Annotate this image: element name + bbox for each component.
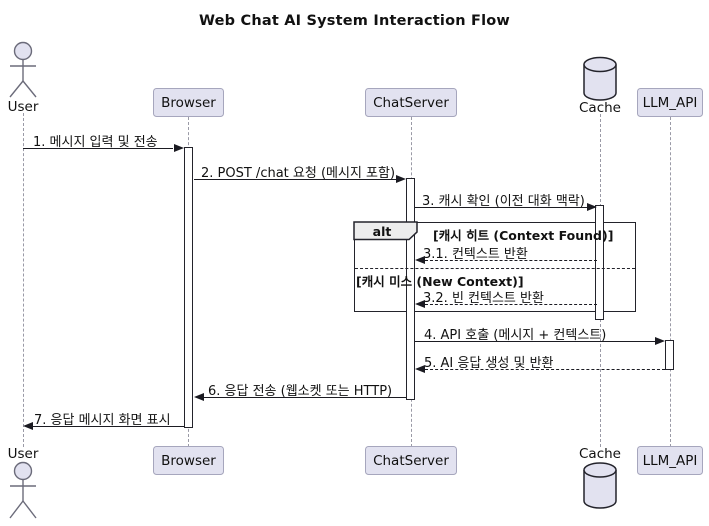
alt-condition-miss: [캐시 미스 (New Context)] (356, 274, 524, 289)
message-3-1-line (425, 260, 597, 261)
activation-browser (184, 147, 193, 428)
message-4-line (415, 341, 655, 342)
participant-user-top: User (7, 99, 39, 115)
participant-user-bottom: User (7, 446, 39, 462)
message-3-1-label: 3.1. 컨텍스트 반환 (423, 247, 528, 262)
message-6-arrowhead (194, 393, 204, 401)
alt-operator-pentagon (353, 221, 418, 241)
participant-llm-api-top: LLM_API (637, 88, 703, 117)
alt-divider (355, 268, 635, 269)
message-7-arrowhead (23, 422, 33, 430)
message-1-label: 1. 메시지 입력 및 전송 (33, 135, 158, 150)
lifeline-llm-api (670, 117, 671, 447)
message-2-line (194, 179, 396, 180)
message-4-arrowhead (655, 337, 665, 345)
participant-cache-top: Cache (579, 100, 621, 116)
message-3-arrowhead (587, 203, 597, 211)
message-3-2-line (425, 304, 597, 305)
participant-browser-top: Browser (153, 88, 224, 117)
database-icon-top (583, 56, 617, 101)
participant-chatserver-bottom: ChatServer (365, 446, 457, 475)
message-5-arrowhead (415, 365, 425, 373)
message-1-arrowhead (174, 144, 184, 152)
database-icon-bottom (583, 462, 617, 509)
message-5-label: 5. AI 응답 생성 및 반환 (424, 356, 554, 371)
message-2-arrowhead (396, 175, 406, 183)
message-2-label: 2. POST /chat 요청 (메시지 포함) (201, 166, 396, 181)
message-5-line (425, 369, 665, 370)
message-3-2-arrowhead (415, 300, 425, 308)
message-3-line (415, 207, 587, 208)
participant-chatserver-top: ChatServer (365, 88, 457, 117)
message-7-label: 7. 응답 메시지 화면 표시 (34, 413, 171, 428)
diagram-title: Web Chat AI System Interaction Flow (198, 13, 511, 29)
message-7-line (33, 426, 184, 427)
message-1-line (23, 148, 173, 149)
message-6-line (204, 397, 406, 398)
message-3-label: 3. 캐시 확인 (이전 대화 맥락) (422, 194, 585, 209)
message-4-label: 4. API 호출 (메시지 + 컨텍스트) (424, 328, 607, 343)
message-3-1-arrowhead (415, 256, 425, 264)
activation-llm-api (665, 340, 674, 370)
participant-cache-bottom: Cache (579, 446, 621, 462)
activation-cache (595, 205, 604, 320)
participant-llm-api-bottom: LLM_API (637, 446, 703, 475)
activation-chatserver (406, 178, 415, 400)
user-actor-icon-bottom (9, 461, 37, 519)
participant-browser-bottom: Browser (153, 446, 224, 475)
message-6-label: 6. 응답 전송 (웹소켓 또는 HTTP) (208, 384, 393, 399)
alt-condition-hit: [캐시 히트 (Context Found)] (433, 228, 614, 243)
lifeline-user (23, 113, 24, 447)
message-3-2-label: 3.2. 빈 컨텍스트 반환 (423, 291, 544, 306)
alt-frame (354, 222, 636, 312)
user-actor-icon (9, 41, 37, 98)
alt-operator-label: alt (372, 224, 392, 239)
